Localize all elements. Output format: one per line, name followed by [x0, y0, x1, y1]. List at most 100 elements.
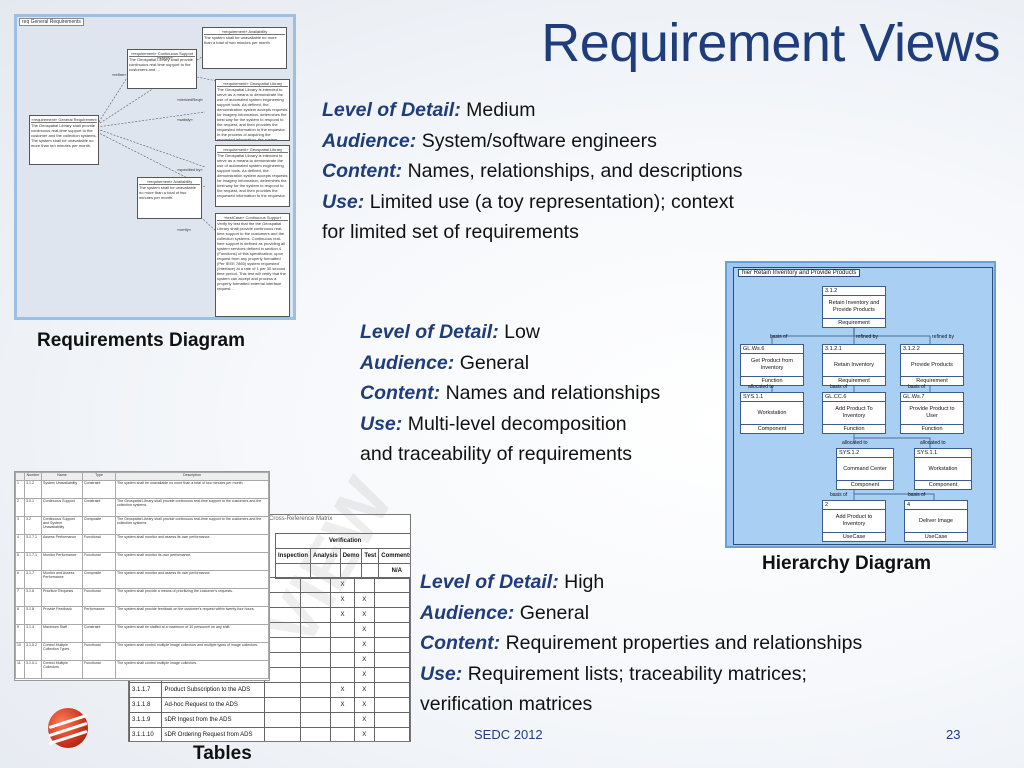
table-cell: The system shall control multiple image … — [115, 660, 269, 679]
mark-cell — [373, 667, 410, 683]
caption-tables: Tables — [193, 743, 252, 764]
table-cell: Functional — [82, 642, 116, 661]
table-cell: Functional — [82, 588, 116, 607]
arrow-label: «derivedReqt» — [177, 97, 204, 102]
table-cell: 3.0.1 — [24, 498, 42, 517]
table-cell: 11 — [15, 660, 25, 679]
table-cell: The system shall be staffed at a maximum… — [115, 624, 269, 643]
verification-table: Verification Inspection Analysis Demo Te… — [274, 533, 410, 579]
col-header: Description — [115, 472, 269, 481]
caption-requirements-diagram: Requirements Diagram — [37, 330, 246, 351]
table-cell: Constraint — [82, 498, 116, 517]
mark-cell — [330, 727, 355, 741]
hierarchy-title: hier Retain Inventory and Provide Produc… — [738, 269, 861, 277]
table-cell: Control Multiple Collectors — [41, 660, 83, 679]
row-id: 3.1.1.8 — [129, 697, 163, 713]
mark-cell: X — [330, 682, 355, 698]
table-cell: 8 — [15, 606, 25, 625]
arrow-label: «specified by» — [177, 167, 203, 172]
mark-cell: X — [353, 607, 375, 623]
table-cell: 3.1.7.1 — [24, 552, 42, 571]
link-label: basis of — [830, 492, 848, 498]
link-label: refined by — [856, 334, 878, 340]
mark-cell — [299, 697, 332, 713]
mark-cell — [330, 652, 355, 668]
row-name: sDR Ingest from the ADS — [161, 712, 266, 728]
table-cell: The system shall provide feedback on the… — [115, 606, 269, 625]
mark-cell — [373, 697, 410, 713]
table-cell: 3.1.4 — [24, 624, 42, 643]
table-cell: 5 — [15, 552, 25, 571]
sedc-logo-icon — [48, 708, 88, 748]
table-cell: The system shall monitor its own perform… — [115, 552, 269, 571]
table-cell: The Geospatial Library shall provide con… — [115, 498, 269, 517]
mark-cell — [373, 607, 410, 623]
slide-title: Requirement Views — [541, 13, 1000, 73]
mark-cell: X — [353, 682, 375, 698]
arrow-label: «satisfy» — [177, 117, 193, 122]
table-cell: 3.1.7.1 — [24, 534, 42, 553]
table-cell: System Unavailability — [41, 480, 83, 499]
mark-cell — [299, 667, 332, 683]
row-id: 3.1.1.7 — [129, 682, 163, 698]
mark-cell — [373, 652, 410, 668]
table-cell: Functional — [82, 552, 116, 571]
table-cell: Composite — [82, 570, 116, 589]
col-header: Type — [82, 472, 116, 481]
row-name: Product Subscription to the ADS — [161, 682, 266, 698]
table-cell: 1 — [15, 480, 25, 499]
mark-cell — [264, 652, 301, 668]
hierarchy-diagram-image: hier Retain Inventory and Provide Produc… — [725, 261, 996, 548]
table-cell: 3 — [15, 516, 25, 535]
table-cell: Constraint — [82, 480, 116, 499]
mark-cell — [373, 712, 410, 728]
footer-text: SEDC 2012 — [474, 727, 543, 742]
table-cell: 9 — [15, 624, 25, 643]
table-cell: Composite — [82, 516, 116, 535]
link-label: allocated to — [920, 440, 946, 446]
mark-cell — [330, 712, 355, 728]
link-label: allocated to — [748, 384, 774, 390]
table-cell: Continuous Support and System Unavailabi… — [41, 516, 83, 535]
table-cell: 3.2 — [24, 516, 42, 535]
mark-cell — [373, 682, 410, 698]
table-cell: The system shall provide a means of prio… — [115, 588, 269, 607]
table-cell: Constraint — [82, 624, 116, 643]
info-panel-low: Level of Detail: Low Audience: General C… — [360, 321, 661, 465]
mark-cell — [373, 727, 410, 741]
table-cell: The system shall control multiple image … — [115, 642, 269, 661]
link-label: refined by — [932, 334, 954, 340]
table-cell: 3.1.5.2 — [24, 642, 42, 661]
diagram-tab: req General Requirements — [19, 18, 84, 26]
mark-cell: X — [330, 697, 355, 713]
table-cell: 3.1.2 — [24, 480, 42, 499]
table-cell: 3.1.8 — [24, 606, 42, 625]
link-label: basis of — [770, 334, 788, 340]
mark-cell — [264, 727, 301, 741]
link-label: allocated to — [842, 440, 868, 446]
table-cell: Maximum Staff — [41, 624, 83, 643]
table-cell: Performance — [82, 606, 116, 625]
col-header: Comments — [378, 548, 410, 564]
